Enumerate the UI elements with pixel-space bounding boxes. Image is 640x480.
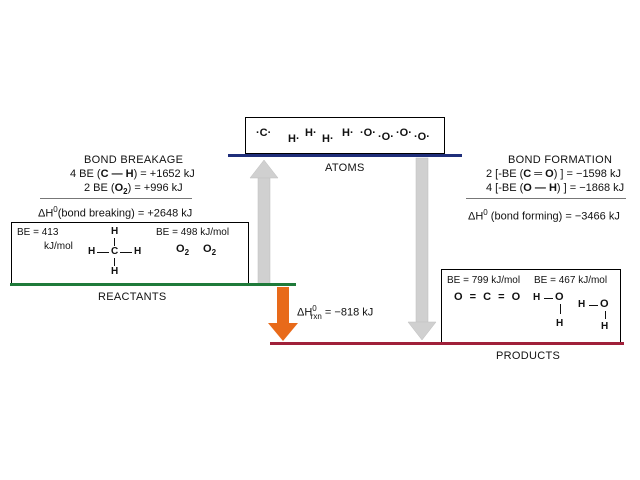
co2-molecule: O = C = O: [454, 291, 523, 303]
o2-molecule-b: O2: [203, 243, 217, 258]
water-molecule-1: H O H: [533, 291, 564, 329]
atom-h: H·: [322, 133, 334, 145]
atom-h: H·: [305, 127, 317, 139]
atom-o: ·O·: [360, 127, 376, 139]
bond-breaking-total: ΔH0(bond breaking) = +2648 kJ: [38, 205, 193, 220]
products-box: [441, 269, 621, 343]
bond-breaking-arrow: [249, 159, 279, 285]
atom-c: ·C·: [256, 127, 272, 139]
be-ch-line2: kJ/mol: [44, 241, 73, 252]
enthalpy-label: ΔH0rxn = −818 kJ: [297, 304, 374, 321]
be-co: BE = 799 kJ/mol: [447, 275, 521, 286]
bond-breakage-divider: [40, 198, 192, 199]
atom-h: H·: [342, 127, 354, 139]
enthalpy-arrow: [268, 287, 298, 341]
bond-formation-divider: [466, 198, 626, 199]
atom-h: H·: [288, 133, 300, 145]
bond-forming-arrow: [407, 157, 437, 341]
products-level-line: [270, 342, 624, 345]
atoms-box: [245, 117, 445, 154]
atoms-level-line: [228, 154, 462, 157]
reactants-box: [11, 222, 249, 284]
atoms-label: ATOMS: [325, 162, 365, 174]
bond-breakage-title: BOND BREAKAGE: [84, 154, 184, 166]
methane-structure: H H C H H: [88, 226, 142, 277]
be-ch-line1: BE = 413: [17, 227, 59, 238]
atom-o: ·O·: [378, 131, 394, 143]
products-label: PRODUCTS: [496, 350, 561, 362]
bond-formation-line2: 4 [-BE (O — H) ] = −1868 kJ: [486, 182, 625, 194]
bond-breakage-line2: 2 BE (O2) = +996 kJ: [84, 182, 183, 197]
be-oh: BE = 467 kJ/mol: [534, 275, 608, 286]
atom-o: ·O·: [396, 127, 412, 139]
be-o2: BE = 498 kJ/mol: [156, 227, 230, 238]
bond-formation-line1: 2 [-BE (C ═ O) ] = −1598 kJ: [486, 168, 621, 180]
o2-molecule-a: O2: [176, 243, 190, 258]
bond-formation-title: BOND FORMATION: [508, 154, 613, 166]
reactants-label: REACTANTS: [98, 291, 167, 303]
water-molecule-2: H O H: [578, 298, 609, 332]
atoms-species: ·C· H· H· H· H· ·O· ·O· ·O· ·O·: [252, 127, 442, 147]
reactants-level-line: [10, 283, 296, 286]
bond-forming-total: ΔH0 (bond forming) = −3466 kJ: [468, 208, 620, 223]
atom-o: ·O·: [414, 131, 430, 143]
bond-breakage-line1: 4 BE (C — H) = +1652 kJ: [70, 168, 195, 180]
